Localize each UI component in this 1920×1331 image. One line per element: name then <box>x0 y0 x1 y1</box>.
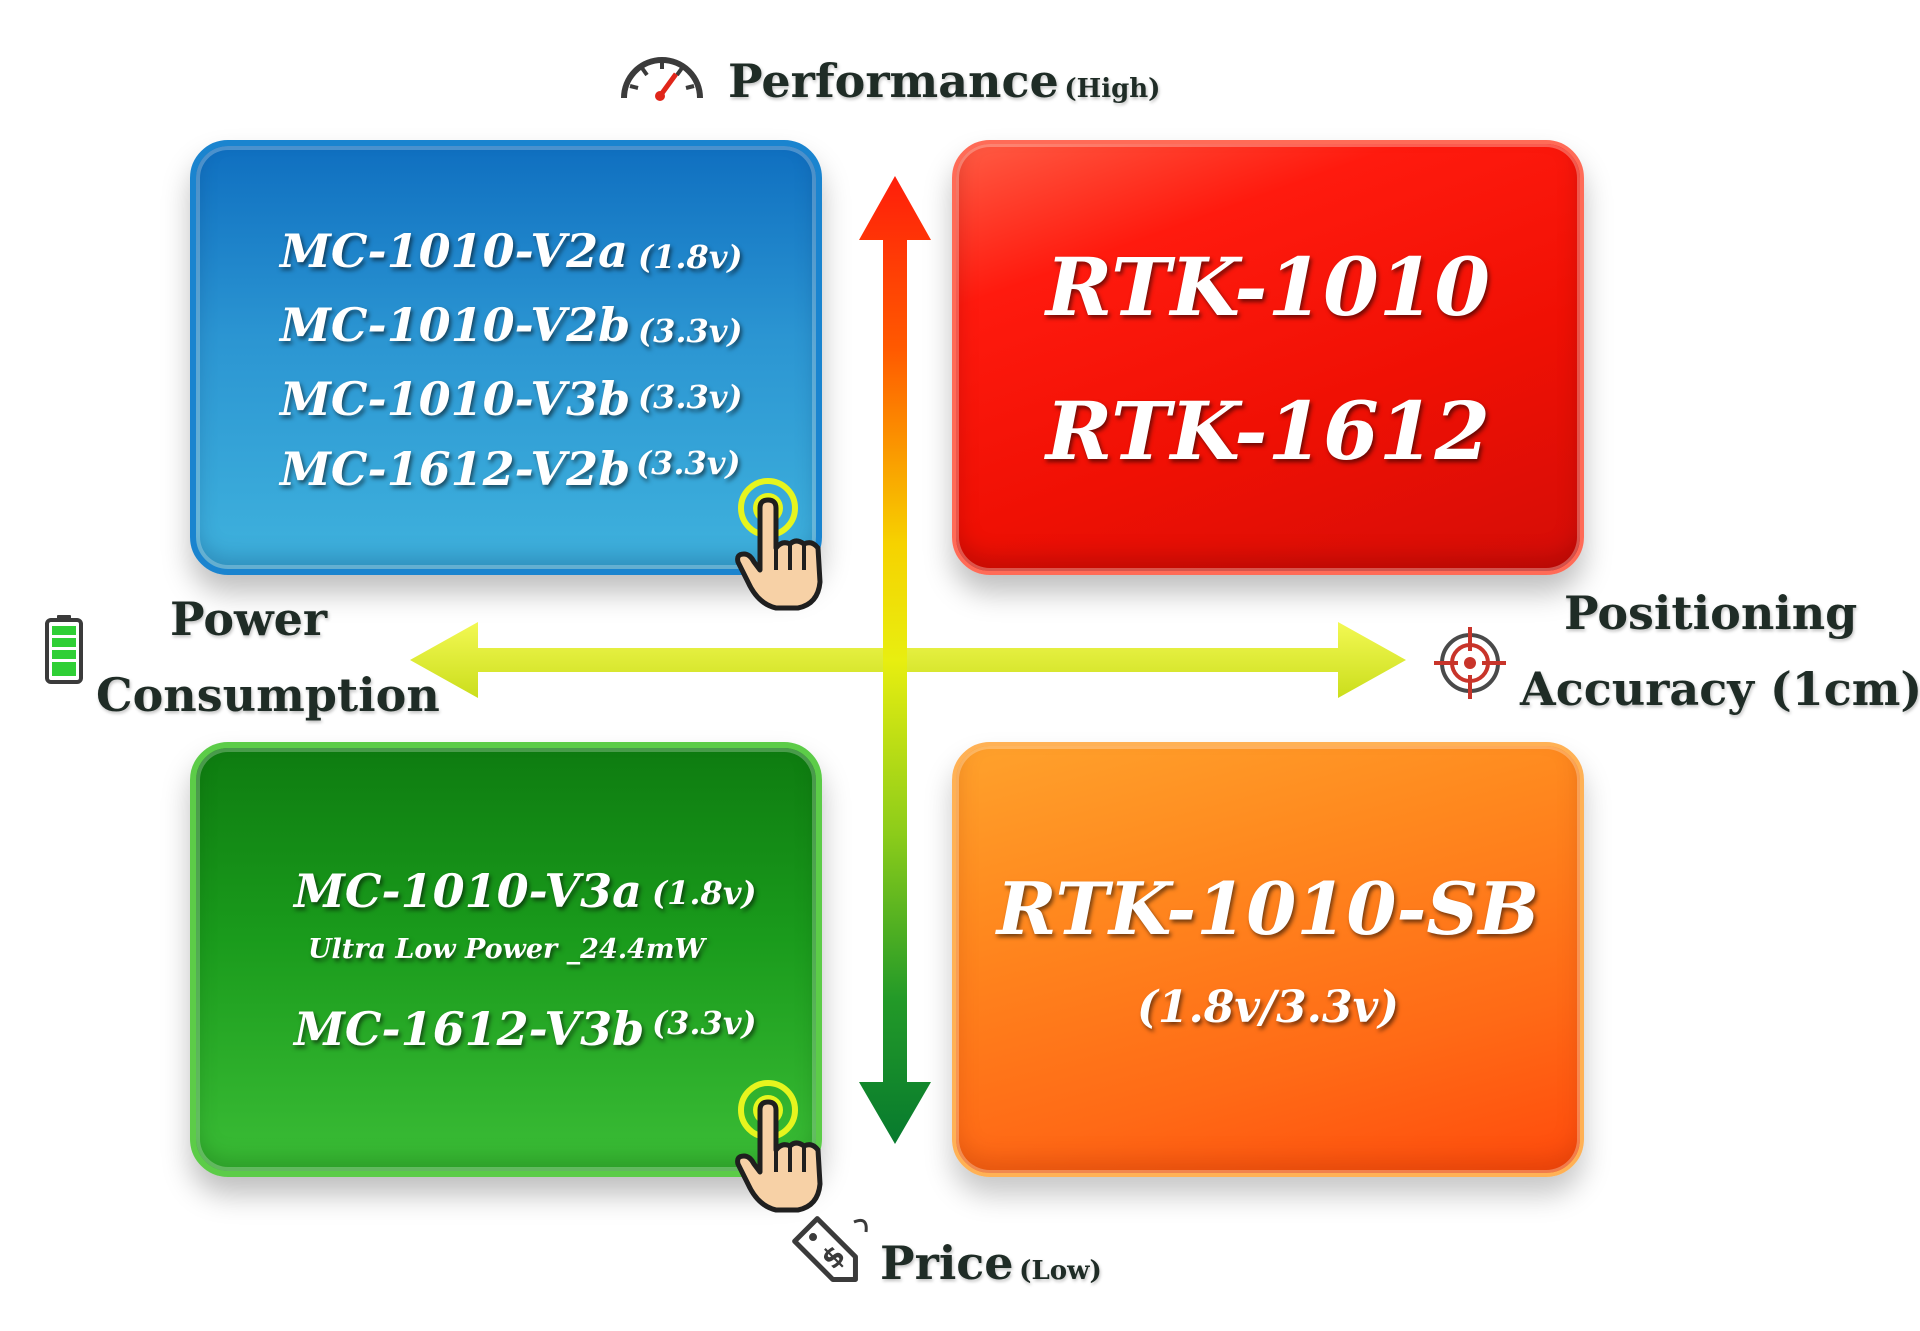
price-tag-icon: $ <box>792 1216 868 1282</box>
tap-hand-icon <box>735 478 823 611</box>
voltage-label: (3.3v) <box>636 444 741 482</box>
performance-qualifier: (High) <box>1064 74 1161 104</box>
rtk-model-label: RTK-1010 <box>1045 240 1491 334</box>
voltage-label: (1.8v) <box>638 238 743 276</box>
price-axis-label: Price (Low) <box>880 1236 1102 1290</box>
model-label: MC-1010-V2a <box>280 224 628 278</box>
tap-hand-icon <box>735 1080 823 1213</box>
quadrant-bottom-right[interactable]: RTK-1010-SB (1.8v/3.3v) <box>952 742 1584 1177</box>
speedometer-icon <box>621 57 703 101</box>
accuracy-label-line1: Positioning <box>1564 586 1858 640</box>
power-label-line1: Power <box>170 592 328 646</box>
model-label: MC-1010-V3b <box>280 372 631 426</box>
power-label-line2: Consumption <box>96 668 440 722</box>
accuracy-label-line2: Accuracy (1cm) <box>1520 662 1920 716</box>
voltage-label: (1.8v) <box>652 874 757 912</box>
model-label: MC-1010-V2b <box>280 298 631 352</box>
model-label: MC-1612-V2b <box>280 442 631 496</box>
rtk-sb-model-label: RTK-1010-SB <box>996 866 1540 951</box>
rtk-sb-voltage-label: (1.8v/3.3v) <box>1137 982 1399 1033</box>
horizontal-axis-arrow <box>410 622 1406 698</box>
voltage-label: (3.3v) <box>638 312 743 350</box>
quadrant-bottom-left[interactable]: MC-1010-V3a (1.8v) Ultra Low Power _24.4… <box>190 742 822 1177</box>
battery-icon <box>45 615 83 684</box>
model-label: MC-1612-V3b <box>294 1002 645 1056</box>
quadrant-top-left[interactable]: MC-1010-V2a (1.8v) MC-1010-V2b (3.3v) MC… <box>190 140 822 575</box>
model-label: MC-1010-V3a <box>294 864 642 918</box>
vertical-axis-arrow <box>859 176 931 1144</box>
price-label: Price <box>880 1236 1014 1290</box>
rtk-model-label: RTK-1612 <box>1045 384 1491 478</box>
voltage-label: (3.3v) <box>638 378 743 416</box>
crosshair-icon <box>1434 627 1506 699</box>
price-qualifier: (Low) <box>1019 1256 1102 1286</box>
voltage-label: (3.3v) <box>652 1004 757 1042</box>
performance-label: Performance <box>728 54 1059 108</box>
quadrant-top-right[interactable]: RTK-1010 RTK-1612 <box>952 140 1584 575</box>
ultra-low-power-note: Ultra Low Power _24.4mW <box>308 934 705 965</box>
performance-axis-label: Performance (High) <box>728 54 1160 108</box>
